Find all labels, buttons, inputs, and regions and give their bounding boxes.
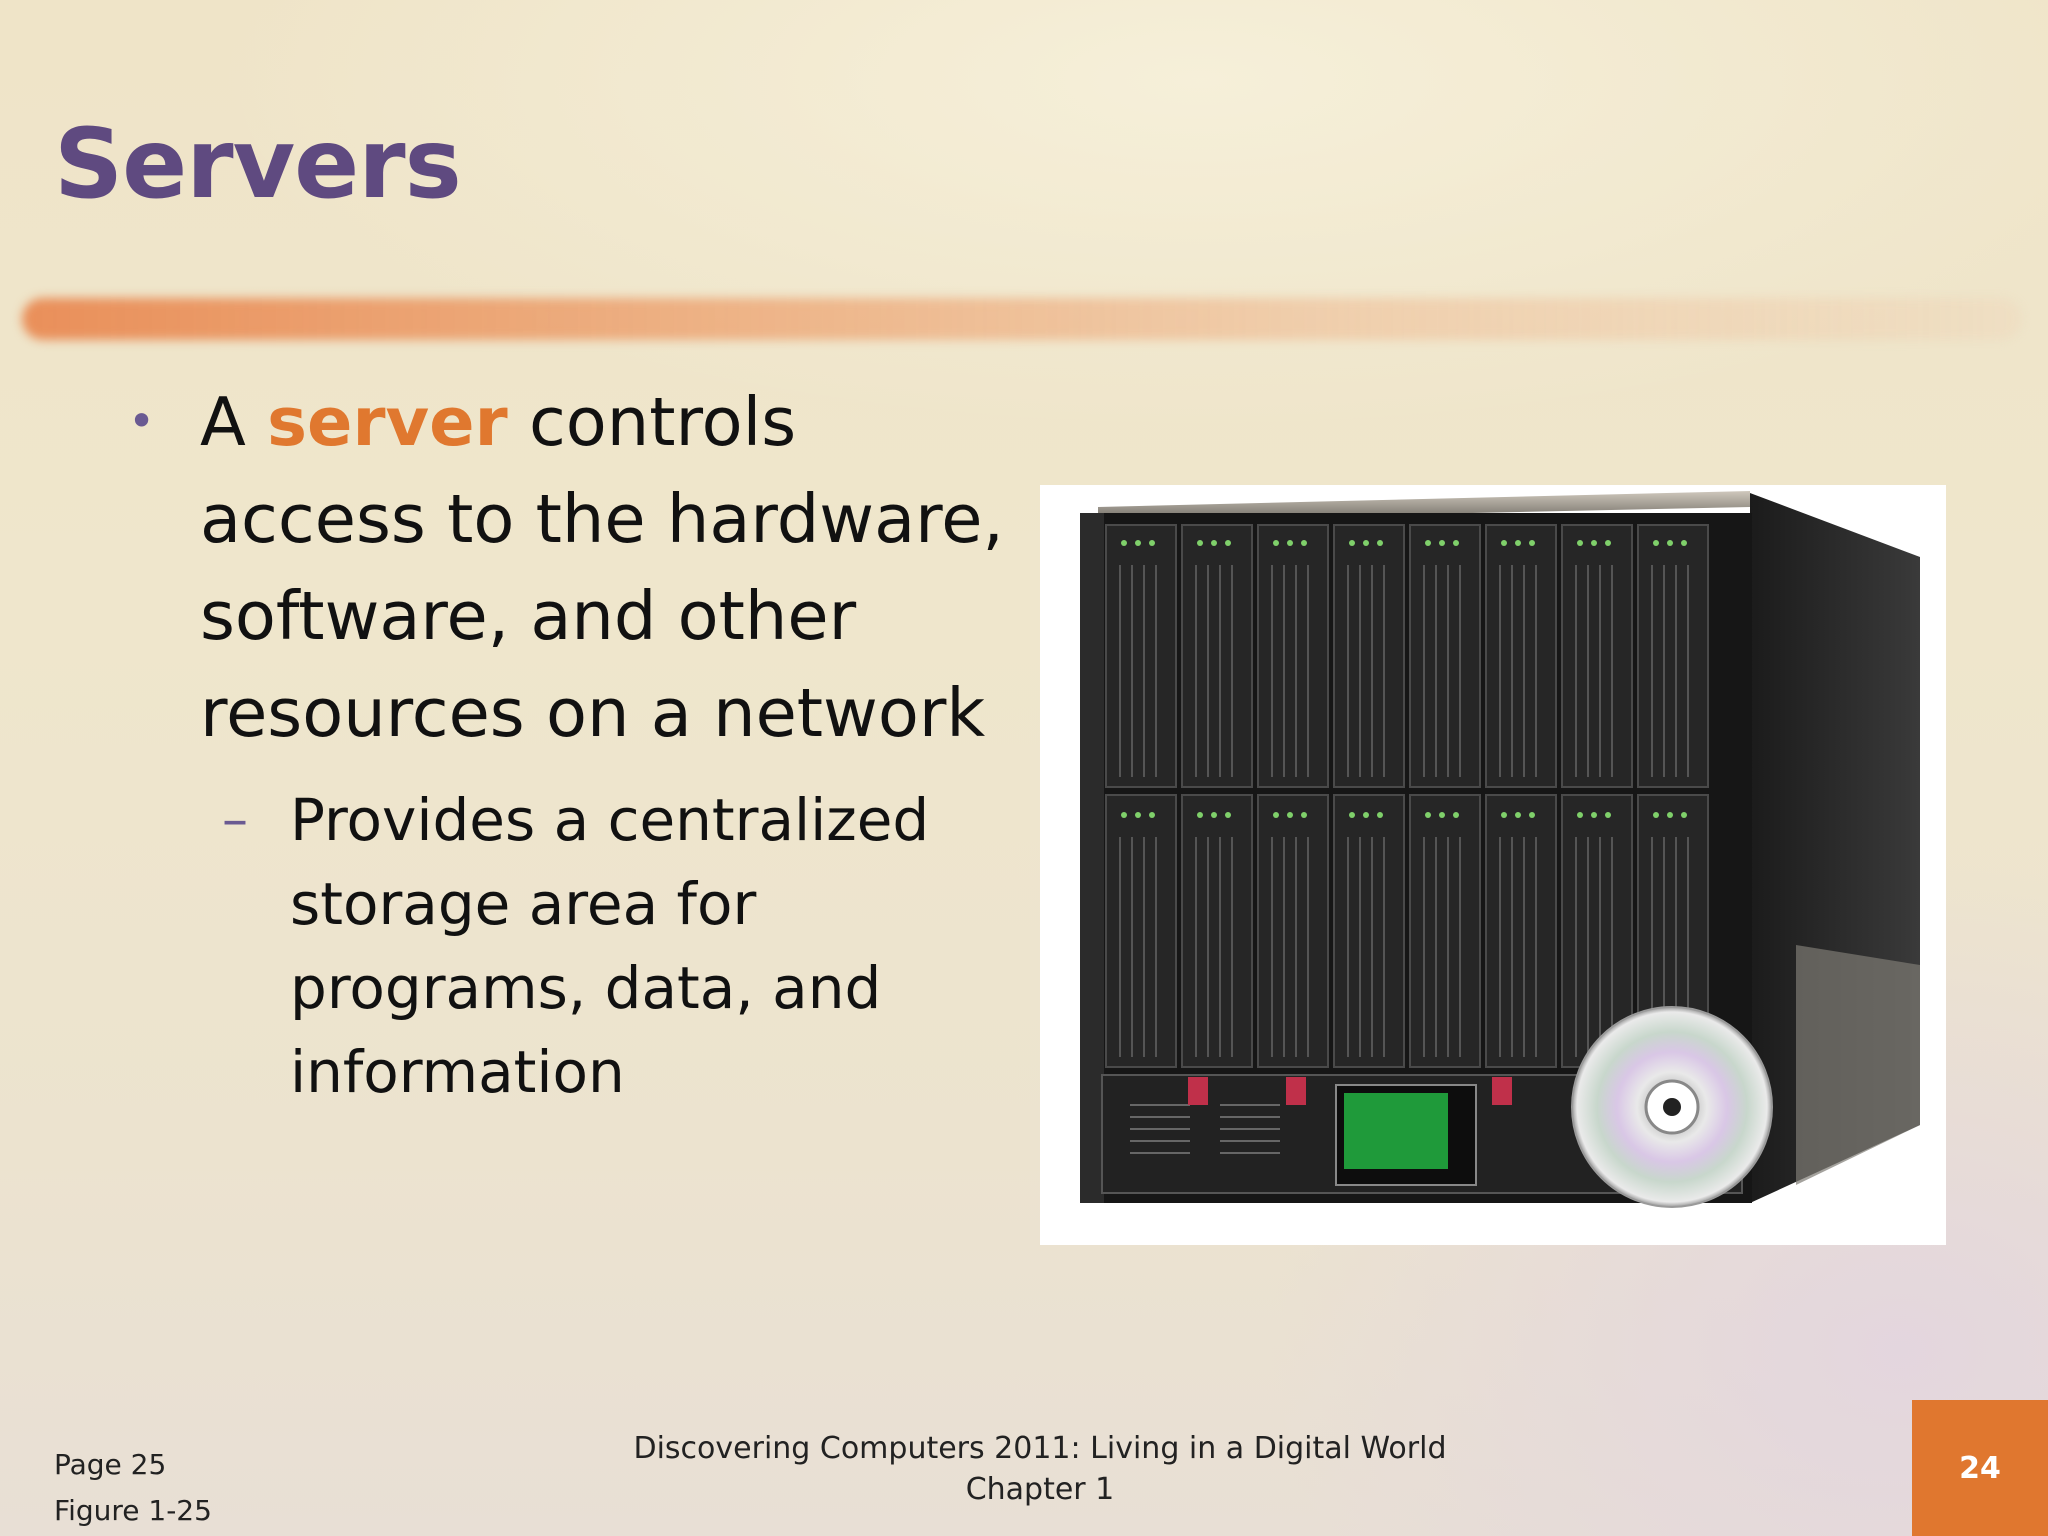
sub-bullet-item: – Provides a centralized storage area fo…	[222, 778, 982, 1114]
footer-reference: Page 25 Figure 1-25	[54, 1442, 212, 1534]
dash-icon: –	[222, 790, 248, 850]
book-title: Discovering Computers 2011: Living in a …	[633, 1431, 1447, 1466]
bullet-prefix: A	[200, 383, 268, 461]
slide-title: Servers	[54, 108, 462, 220]
server-photo	[1040, 485, 1946, 1245]
sub-bullet-text: Provides a centralized storage area for …	[290, 786, 930, 1106]
page-reference: Page 25	[54, 1448, 167, 1481]
blade-server-icon	[1080, 491, 1920, 1208]
bullet-item: • A server controls access to the hardwa…	[118, 374, 1018, 762]
figure-reference: Figure 1-25	[54, 1494, 212, 1527]
slide-number: 24	[1959, 1450, 2001, 1486]
slide-number-badge: 24	[1912, 1400, 2048, 1536]
title-accent-bar	[22, 298, 2022, 340]
highlighted-term: server	[267, 383, 508, 461]
bullet-rest: controls access to the hardware, softwar…	[200, 383, 1004, 752]
chapter-label: Chapter 1	[965, 1472, 1115, 1507]
bullet-dot-icon: •	[128, 394, 156, 448]
bullet-text: A server controls access to the hardware…	[200, 374, 1018, 762]
footer-book-title: Discovering Computers 2011: Living in a …	[560, 1428, 1520, 1510]
